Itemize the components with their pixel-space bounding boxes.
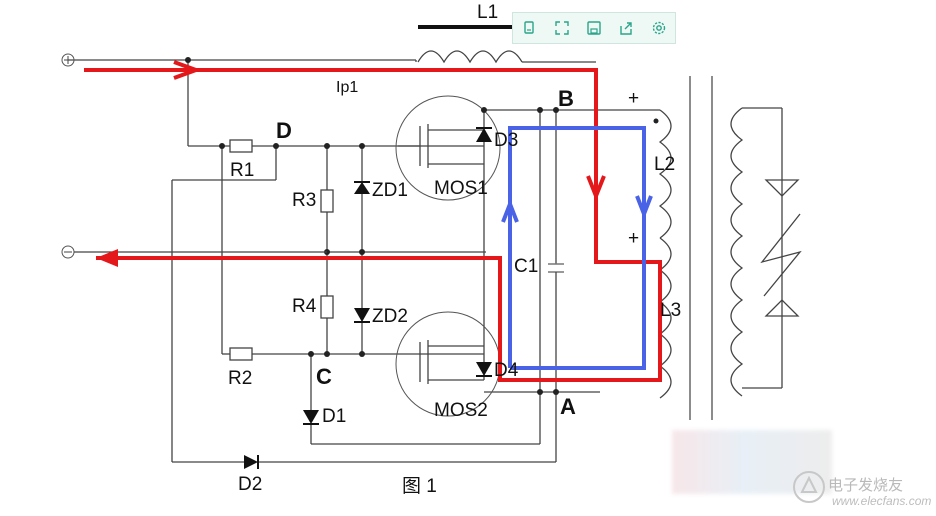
copy-icon[interactable] (518, 17, 540, 39)
label-mos2: MOS2 (434, 400, 488, 421)
label-d2: D2 (238, 474, 262, 495)
label-c1: C1 (514, 256, 538, 277)
spark-gap-top (764, 179, 800, 197)
zener-zd2 (354, 308, 370, 322)
settings-icon[interactable] (648, 17, 670, 39)
image-toolbar (512, 12, 676, 44)
figure-caption: 图 1 (402, 476, 437, 497)
label-r3: R3 (292, 190, 316, 211)
share-icon[interactable] (615, 17, 637, 39)
watermark-text: 电子发烧友 (828, 476, 904, 494)
label-d: D (276, 118, 292, 143)
label-zd1: ZD1 (372, 180, 408, 201)
diode-d4 (476, 362, 492, 376)
label-l3: L3 (660, 300, 681, 321)
label-d4: D4 (494, 360, 519, 381)
label-mos1: MOS1 (434, 178, 488, 199)
label-d3: D3 (494, 130, 518, 151)
watermark-logo-icon (793, 471, 825, 503)
red-arrow-down (586, 175, 606, 202)
terminal-positive (61, 53, 75, 67)
transformer (653, 76, 802, 420)
red-arrow-right (173, 60, 202, 80)
blue-arrow-down (635, 195, 653, 220)
blue-arrow-up (501, 198, 519, 223)
current-path-ip1 (84, 60, 662, 382)
spark-gap-bottom (764, 299, 800, 317)
label-a: A (560, 394, 576, 419)
label-plus-mid: + (628, 228, 639, 249)
label-r2: R2 (228, 368, 252, 389)
label-c: C (316, 364, 332, 389)
resistor-r4 (320, 295, 334, 319)
zener-zd1 (354, 182, 370, 194)
resistor-r2 (229, 347, 253, 361)
label-r1: R1 (230, 160, 254, 181)
mosfet-mos1 (395, 95, 501, 201)
red-arrow-left (96, 249, 118, 267)
diode-d2 (244, 455, 258, 469)
label-d1: D1 (322, 406, 346, 427)
current-loop-blue (501, 126, 653, 370)
inductor-l1 (417, 50, 523, 64)
label-zd2: ZD2 (372, 306, 408, 327)
save-icon[interactable] (583, 17, 605, 39)
diode-d3 (476, 128, 492, 142)
label-l1: L1 (477, 2, 498, 23)
watermark-url: www.elecfans.com (832, 494, 932, 508)
label-l2: L2 (654, 154, 675, 175)
label-ip1: Ip1 (336, 79, 358, 96)
fullscreen-icon[interactable] (551, 17, 573, 39)
label-plus-top: + (628, 88, 639, 109)
label-r4: R4 (292, 296, 317, 317)
label-b: B (558, 86, 574, 111)
junction-dots (185, 57, 559, 395)
resistor-r1 (229, 139, 253, 153)
diode-d1 (303, 410, 319, 424)
resistor-r3 (320, 189, 334, 213)
